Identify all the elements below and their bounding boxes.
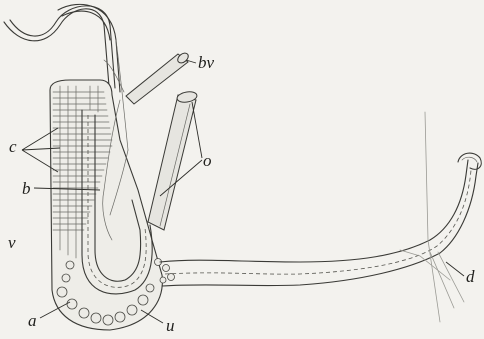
label-a: a — [28, 311, 37, 330]
organ-body — [50, 80, 162, 330]
cluster-cell — [168, 274, 175, 281]
lobule — [57, 287, 67, 297]
lobule — [127, 305, 137, 315]
label-v: v — [8, 233, 16, 252]
duct-lower-wall — [162, 163, 478, 286]
lobule — [67, 299, 77, 309]
lobule — [91, 313, 101, 323]
lobule — [66, 261, 74, 269]
duct-upper-wall — [160, 160, 468, 262]
branch-diagonal-2 — [438, 252, 464, 302]
right-branches — [400, 112, 464, 322]
branch-cross — [400, 250, 450, 280]
lobule — [62, 274, 70, 282]
label-o: o — [203, 151, 212, 170]
cluster-cell — [163, 265, 170, 272]
label-u: u — [166, 316, 175, 335]
branch-vertical — [425, 112, 440, 322]
cluster-cell — [160, 277, 166, 283]
vessel-right-outer — [58, 4, 120, 92]
label-d: d — [466, 267, 475, 286]
vessel-left-inner — [10, 6, 115, 88]
label-bv: bv — [198, 53, 215, 72]
lobule — [146, 284, 154, 292]
lobule — [103, 315, 113, 325]
label-c: c — [9, 137, 17, 156]
o-vessel-body — [148, 95, 196, 230]
duct-center — [165, 170, 471, 274]
lobule — [79, 308, 89, 318]
duct-hook-detail — [462, 157, 477, 162]
lobule — [138, 295, 148, 305]
label-b: b — [22, 179, 31, 198]
lobule — [115, 312, 125, 322]
leader-d — [446, 262, 464, 276]
o-vessel — [148, 90, 198, 230]
